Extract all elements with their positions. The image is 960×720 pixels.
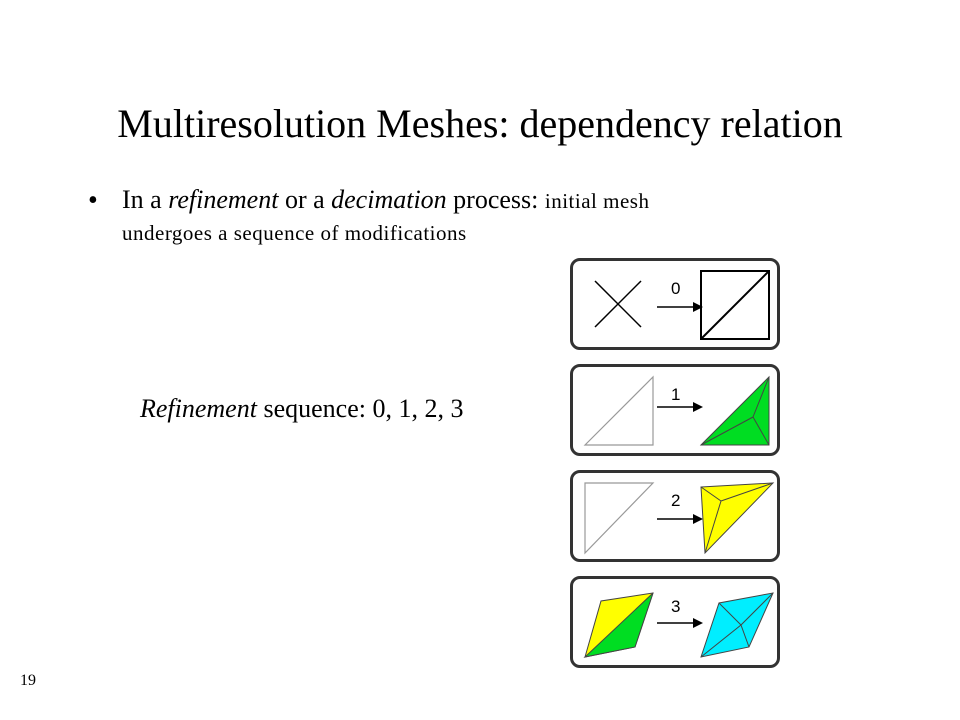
bullet-tail-line1: initial mesh: [544, 189, 650, 213]
bullet-text: In a refinement or a decimation process:…: [122, 184, 812, 249]
yellow-triangle: [700, 482, 775, 555]
refinement-sequence-rest: sequence: 0, 1, 2, 3: [256, 394, 464, 423]
cyan-quad: [700, 592, 774, 658]
green-triangle: [699, 375, 770, 446]
cyan-inner-edge-a: [718, 602, 742, 626]
step-label-2: 2: [671, 491, 681, 510]
decimation-word: decimation: [331, 185, 447, 214]
refinement-step-panel-3: 3: [570, 576, 780, 668]
step-2-diagram: [584, 482, 775, 555]
refinement-word: refinement: [168, 185, 279, 214]
step-3-diagram: [583, 592, 774, 658]
arrow-head: [693, 514, 703, 524]
green-inner-edge-a: [700, 416, 754, 446]
yellow-inner-edge-b: [720, 482, 774, 502]
green-inner-edge-b: [752, 376, 770, 418]
cyan-inner-edge-b: [740, 592, 774, 626]
page-title: Multiresolution Meshes: dependency relat…: [117, 101, 843, 146]
bullet-prefix: In a: [122, 185, 169, 214]
step-0-diagram: [594, 270, 770, 340]
page-number: 19: [20, 672, 36, 689]
refinement-step-panel-1: 1: [570, 364, 780, 456]
bullet-tail-line2: undergoes a sequence of modifications: [122, 221, 467, 245]
square-diagonal: [700, 270, 770, 340]
step-label-3: 3: [671, 597, 681, 616]
square-mesh: [700, 270, 770, 340]
refinement-sequence-caption: Refinement sequence: 0, 1, 2, 3: [140, 392, 463, 426]
refinement-sequence-italic: Refinement: [140, 394, 257, 423]
yellow-inner-edge-a: [700, 486, 722, 502]
yellow-inner-edge-c: [704, 500, 722, 554]
bullet-process: process:: [446, 185, 545, 214]
outline-triangle: [583, 375, 654, 446]
bullet-or: or a: [278, 185, 332, 214]
cyan-inner-edge-d: [700, 624, 742, 658]
cross-line-b: [594, 280, 642, 328]
refinement-step-panel-0: 0: [570, 258, 780, 350]
arrow-head: [693, 402, 703, 412]
step-label-1: 1: [671, 385, 681, 404]
quad-green-half: [583, 592, 654, 658]
arrow-head: [693, 618, 703, 628]
arrow-head: [693, 302, 703, 312]
outline-triangle: [584, 482, 655, 555]
cyan-inner-edge-c: [740, 624, 750, 648]
green-inner-edge-c: [752, 416, 770, 446]
bullet-dot: •: [88, 185, 98, 216]
step-label-0: 0: [671, 279, 681, 298]
step-1-diagram: [583, 375, 770, 446]
refinement-step-panel-2: 2: [570, 470, 780, 562]
